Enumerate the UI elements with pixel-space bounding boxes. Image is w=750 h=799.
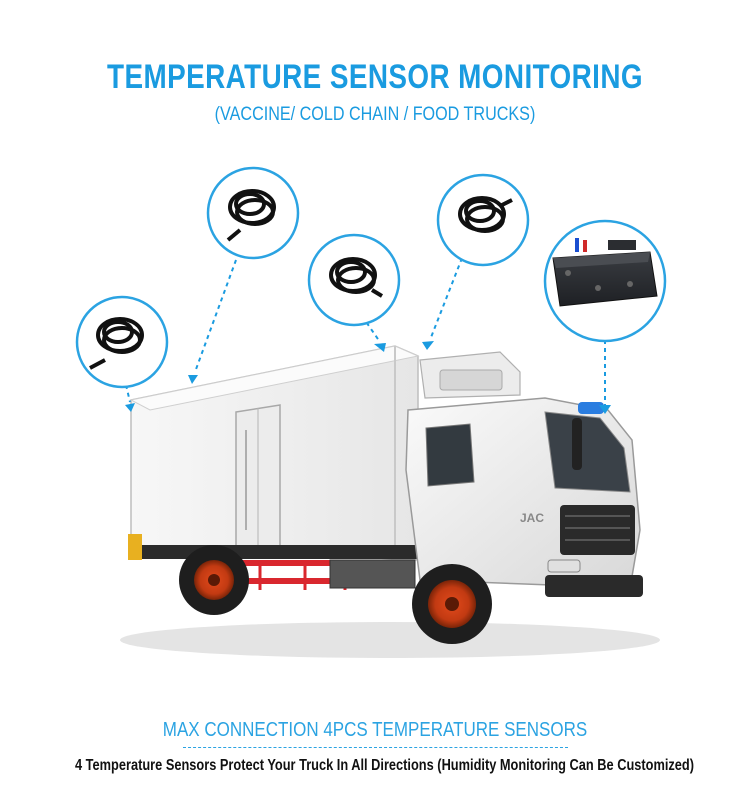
- temperature-sensor-cable-icon: [329, 257, 377, 294]
- monitoring-device-icon: [552, 238, 658, 307]
- refrigeration-unit: [419, 351, 521, 399]
- protection-note: 4 Temperature Sensors Protect Your Truck…: [75, 757, 694, 774]
- max-connection-caption: MAX CONNECTION 4PCS TEMPERATURE SENSORS: [162, 719, 588, 741]
- sensor-circle-3: [307, 233, 401, 327]
- monitoring-device-circle: [543, 219, 667, 343]
- cab-side-window: [425, 423, 475, 487]
- cab-grille: [560, 505, 635, 555]
- wheel-front: [412, 564, 492, 644]
- caption-divider: [183, 747, 568, 748]
- pointer-arrowheads: [125, 341, 611, 414]
- page-title: TEMPERATURE SENSOR MONITORING: [107, 58, 643, 96]
- cargo-box: [129, 345, 420, 561]
- temperature-sensor-cable-icon: [458, 196, 506, 233]
- ground-shadow: [120, 622, 660, 658]
- side-mirror: [572, 418, 582, 470]
- brand-badge: JAC: [520, 511, 544, 525]
- wheel-rear: [179, 545, 249, 615]
- temperature-sensor-cable-icon: [228, 189, 276, 226]
- page-subtitle: (VACCINE/ COLD CHAIN / FOOD TRUCKS): [214, 104, 536, 125]
- sensor-circle-2: [206, 166, 300, 260]
- sensor-circle-4: [436, 173, 530, 267]
- truck-cab: JAC: [405, 397, 643, 597]
- sensor-circle-1: [75, 295, 169, 389]
- cab-windshield: [544, 411, 631, 493]
- temperature-sensor-cable-icon: [96, 317, 144, 354]
